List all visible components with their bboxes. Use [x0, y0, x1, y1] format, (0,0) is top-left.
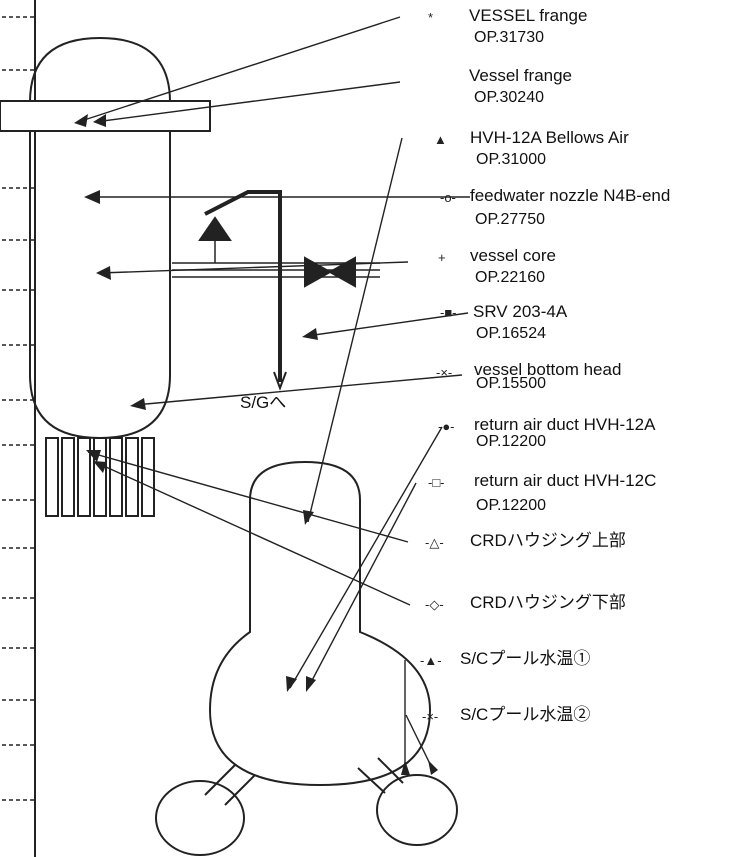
legend-name: vessel bottom head — [474, 360, 622, 379]
legend-marker: -●- — [438, 419, 455, 434]
arrowheads — [74, 114, 438, 775]
legend-marker: -□- — [428, 475, 445, 490]
legend-name: CRDハウジング上部 — [470, 531, 626, 550]
leader-lines — [77, 16, 470, 771]
legend-marker: -×- — [436, 365, 453, 380]
sg-label: S/Gへ — [240, 393, 287, 412]
legend-op: OP.15500 — [476, 375, 546, 392]
suppression-chamber-right — [376, 774, 458, 846]
legend-marker: -△- — [425, 535, 444, 550]
legend-name: feedwater nozzle N4B-end — [470, 186, 671, 205]
legend-name: S/Cプール水温② — [460, 705, 591, 724]
vent-pipes — [204, 757, 404, 806]
legend-name: VESSEL frange — [469, 6, 588, 25]
srv-valve — [198, 216, 232, 241]
legend-op: OP.12200 — [476, 497, 546, 514]
containment-vessel — [208, 460, 432, 787]
legend-name: Vessel frange — [469, 66, 573, 85]
legend-op: OP.31730 — [474, 29, 544, 46]
isolation-valve — [304, 256, 356, 288]
legend-marker: -◇- — [425, 597, 444, 612]
legend-op: OP.30240 — [474, 89, 544, 106]
legend-name: CRDハウジング下部 — [470, 593, 626, 612]
legend-marker: ▲ — [434, 132, 447, 147]
legend-marker: + — [438, 250, 446, 265]
legend-op: OP.22160 — [475, 269, 545, 286]
legend-name: return air duct HVH-12C — [474, 471, 657, 490]
legend-op: OP.12200 — [476, 433, 546, 450]
legend-op: OP.31000 — [476, 151, 546, 168]
legend-op: OP.27750 — [475, 211, 545, 228]
suppression-chamber-left — [155, 780, 245, 856]
legend-marker: -■- — [440, 305, 457, 320]
legend-marker: -×- — [422, 709, 439, 724]
legend-op: OP.16524 — [476, 325, 546, 342]
legend-name: HVH-12A Bellows Air — [470, 128, 629, 147]
legend-name: SRV 203-4A — [473, 302, 568, 321]
srv-line — [204, 190, 282, 382]
legend-name: return air duct HVH-12A — [474, 415, 656, 434]
crd-housings — [45, 437, 155, 517]
legend-name: S/Cプール水温① — [460, 649, 591, 668]
legend-marker: * — [428, 10, 434, 25]
axis-ticks — [2, 16, 35, 801]
legend-marker: -o- — [440, 190, 456, 205]
legend-marker: -▲- — [420, 653, 442, 668]
vessel-body — [29, 36, 171, 440]
legend-name: vessel core — [470, 246, 556, 265]
